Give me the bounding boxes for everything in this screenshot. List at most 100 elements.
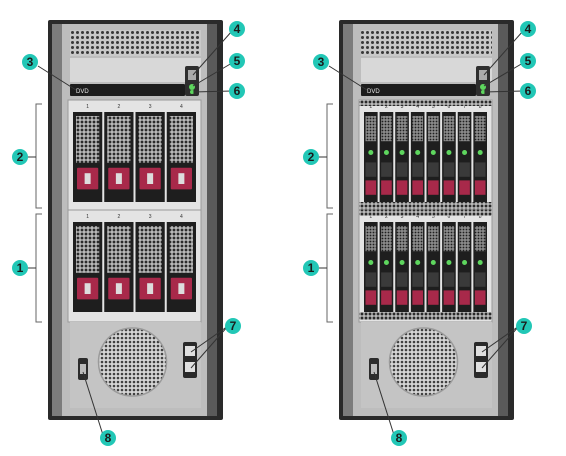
drive-bay-number: 3 <box>149 214 152 220</box>
drive-bay-number: 6 <box>448 214 451 220</box>
drive-carrier-vent <box>396 116 408 142</box>
callout-brace <box>326 213 333 323</box>
drive-release-latch <box>84 283 91 294</box>
side-latch <box>476 362 486 372</box>
callout-badge <box>520 53 536 69</box>
drive-status-led <box>415 260 421 265</box>
fan-grille <box>98 328 167 396</box>
drive-carrier-vent <box>107 226 131 273</box>
drive-bay-number: 2 <box>385 104 388 110</box>
optical-drive <box>70 84 185 96</box>
drive-carrier-face <box>412 162 423 177</box>
drive-carrier-face <box>459 272 470 287</box>
power-button <box>481 90 485 94</box>
drive-release-handle <box>428 180 439 195</box>
drive-bay-number: 8 <box>479 214 482 220</box>
callout-leader <box>481 325 520 369</box>
drive-carrier-face <box>396 162 408 177</box>
callout-badge <box>229 21 245 37</box>
drive-carrier-vent <box>76 116 100 163</box>
callout-number-7: 7 <box>521 319 528 333</box>
drive-status-led <box>446 150 452 155</box>
cage-top-vent <box>359 210 492 216</box>
security-slot-insert <box>371 364 377 374</box>
callout-leader <box>190 325 229 353</box>
callout-badge <box>12 260 28 276</box>
drive-release-handle <box>412 180 423 195</box>
callout-number-5: 5 <box>525 54 532 68</box>
drive-release-handle <box>474 180 486 195</box>
drive-release-handle <box>381 290 392 305</box>
callout-number-6: 6 <box>525 84 532 98</box>
drive-bay-number: 1 <box>369 214 372 220</box>
callout-leader <box>483 90 524 93</box>
drive-release-latch <box>84 173 91 184</box>
drive-status-led <box>368 150 374 155</box>
callout-badge <box>520 21 536 37</box>
drive-status-led <box>477 150 483 155</box>
drive-carrier-face <box>443 272 455 287</box>
optical-drive <box>361 84 476 96</box>
drive-status-led <box>477 260 483 265</box>
drive-status-led <box>415 150 421 155</box>
drive-carrier-face <box>365 162 377 177</box>
power-button <box>190 90 194 94</box>
callout-brace <box>326 103 333 209</box>
usb-port <box>479 70 487 80</box>
callout-badge <box>229 83 245 99</box>
drive-bay-number: 4 <box>416 104 419 110</box>
callout-number-1: 1 <box>17 261 24 275</box>
drive-carrier-vent <box>169 116 193 163</box>
drive-release-latch <box>178 283 185 294</box>
drive-release-latch <box>178 173 185 184</box>
callout-badge <box>100 430 116 446</box>
drive-bay-number: 3 <box>401 104 404 110</box>
drive-release-handle <box>428 290 439 305</box>
drive-carrier-vent <box>107 116 131 163</box>
drive-carrier-face <box>412 272 423 287</box>
drive-bay-number: 5 <box>432 214 435 220</box>
drive-release-handle <box>459 290 470 305</box>
optical-drive-label: DVD <box>76 89 89 95</box>
drive-status-led <box>462 150 468 155</box>
callout-leader <box>190 325 229 369</box>
drive-cage <box>358 99 493 213</box>
callout-badge <box>303 260 319 276</box>
drive-bay-number: 6 <box>448 104 451 110</box>
callout-badge <box>516 318 532 334</box>
drive-release-latch <box>115 173 122 184</box>
drive-release-latch <box>115 283 122 294</box>
drive-status-led <box>446 260 452 265</box>
drive-carrier-vent <box>138 226 162 273</box>
drive-status-led <box>399 150 405 155</box>
drive-bay-number: 3 <box>401 214 404 220</box>
drive-carrier-face <box>474 162 486 177</box>
cage-top-vent <box>359 100 492 106</box>
drive-bay-number: 1 <box>86 214 89 220</box>
callout-leader <box>192 90 233 93</box>
usb-port <box>188 70 196 80</box>
callout-badge <box>520 83 536 99</box>
callout-badge <box>391 430 407 446</box>
drive-carrier-vent <box>381 116 392 142</box>
callout-number-4: 4 <box>525 22 532 36</box>
drive-bay-number: 7 <box>463 214 466 220</box>
drive-status-led <box>368 260 374 265</box>
callout-leader <box>82 371 104 436</box>
callout-number-3: 3 <box>27 55 34 69</box>
drive-carrier-face <box>381 162 392 177</box>
drive-bay-number: 1 <box>369 104 372 110</box>
drive-carrier-vent <box>365 226 377 252</box>
drive-bay-number: 7 <box>463 104 466 110</box>
drive-carrier-vent <box>412 226 423 252</box>
callout-number-4: 4 <box>234 22 241 36</box>
callout-number-7: 7 <box>230 319 237 333</box>
side-rail <box>498 24 508 416</box>
drive-bay-number: 5 <box>432 104 435 110</box>
callout-number-8: 8 <box>396 431 403 445</box>
drive-bay-number: 8 <box>479 104 482 110</box>
